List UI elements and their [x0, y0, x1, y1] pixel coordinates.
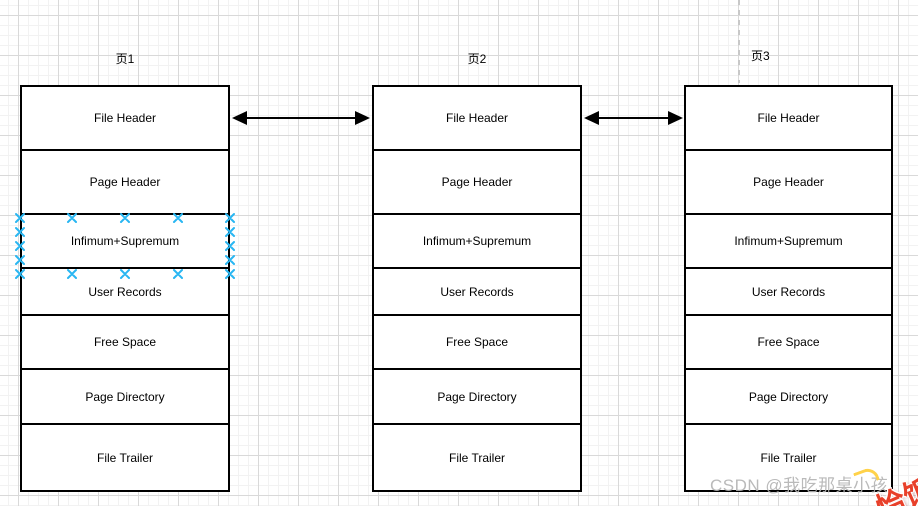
cell-text: File Header: [93, 111, 157, 125]
cell-text: File Trailer: [96, 450, 153, 465]
arrowhead-right-icon: [668, 111, 683, 125]
page3-cell-user-records[interactable]: User Records: [686, 269, 891, 316]
page3-cell-file-trailer[interactable]: File Trailer: [686, 425, 891, 490]
page1-cell-page-directory[interactable]: Page Directory: [22, 370, 228, 425]
page2-cell-file-header[interactable]: File Header: [374, 87, 580, 151]
cell-text: Page Header: [753, 175, 824, 189]
page1-box[interactable]: File Header Page Header Infimum+Supremum…: [20, 85, 230, 492]
cell-text: Infimum+Supremum: [70, 234, 180, 248]
arrowhead-left-icon: [232, 111, 247, 125]
page2-cell-infimum-supremum[interactable]: Infimum+Supremum: [374, 215, 580, 269]
cell-text: Page Directory: [748, 389, 829, 404]
page1-label: 页1: [115, 52, 135, 66]
page2-cell-page-directory[interactable]: Page Directory: [374, 370, 580, 425]
cell-text: Free Space: [445, 335, 509, 349]
csdn-watermark: CSDN @我吃那桌小孩: [710, 476, 889, 495]
cell-text: User Records: [88, 284, 162, 299]
page1-cell-infimum-supremum-selected[interactable]: Infimum+Supremum: [22, 215, 228, 269]
page3-label: 页3: [751, 49, 770, 63]
cell-text: Free Space: [93, 335, 157, 349]
page2-box[interactable]: File Header Page Header Infimum+Supremum…: [372, 85, 582, 492]
cell-text: Page Header: [441, 175, 513, 189]
arrowhead-left-icon: [584, 111, 599, 125]
page1-cell-page-header[interactable]: Page Header: [22, 151, 228, 215]
cell-text: Infimum+Supremum: [734, 234, 843, 248]
cell-text: Page Header: [89, 175, 161, 189]
arrow-page1-page2[interactable]: [232, 111, 370, 125]
page3-cell-infimum-supremum[interactable]: Infimum+Supremum: [686, 215, 891, 269]
arrow-page2-page3[interactable]: [584, 111, 683, 125]
page2-cell-free-space[interactable]: Free Space: [374, 316, 580, 370]
page3-cell-file-header[interactable]: File Header: [686, 87, 891, 151]
page1-cell-file-trailer[interactable]: File Trailer: [22, 425, 228, 490]
page1-cell-user-records[interactable]: User Records: [22, 269, 228, 316]
cell-text: File Trailer: [760, 450, 817, 465]
page3-box[interactable]: File Header Page Header Infimum+Supremum…: [684, 85, 893, 492]
page3-cell-page-header[interactable]: Page Header: [686, 151, 891, 215]
page2-cell-user-records[interactable]: User Records: [374, 269, 580, 316]
cell-text: File Header: [445, 111, 509, 125]
page2-cell-page-header[interactable]: Page Header: [374, 151, 580, 215]
page1-cell-file-header[interactable]: File Header: [22, 87, 228, 151]
cell-text: Free Space: [757, 335, 820, 349]
cell-text: User Records: [440, 284, 514, 299]
arrowhead-right-icon: [355, 111, 370, 125]
page2-cell-file-trailer[interactable]: File Trailer: [374, 425, 580, 490]
cell-text: File Header: [757, 111, 820, 125]
cell-text: Page Directory: [437, 389, 517, 404]
cell-text: User Records: [751, 284, 826, 299]
page3-cell-page-directory[interactable]: Page Directory: [686, 370, 891, 425]
page3-cell-free-space[interactable]: Free Space: [686, 316, 891, 370]
cell-text: Infimum+Supremum: [422, 234, 532, 248]
cell-text: File Trailer: [448, 450, 505, 465]
page2-label: 页2: [467, 52, 487, 66]
cell-text: Page Directory: [85, 389, 165, 404]
page1-cell-free-space[interactable]: Free Space: [22, 316, 228, 370]
